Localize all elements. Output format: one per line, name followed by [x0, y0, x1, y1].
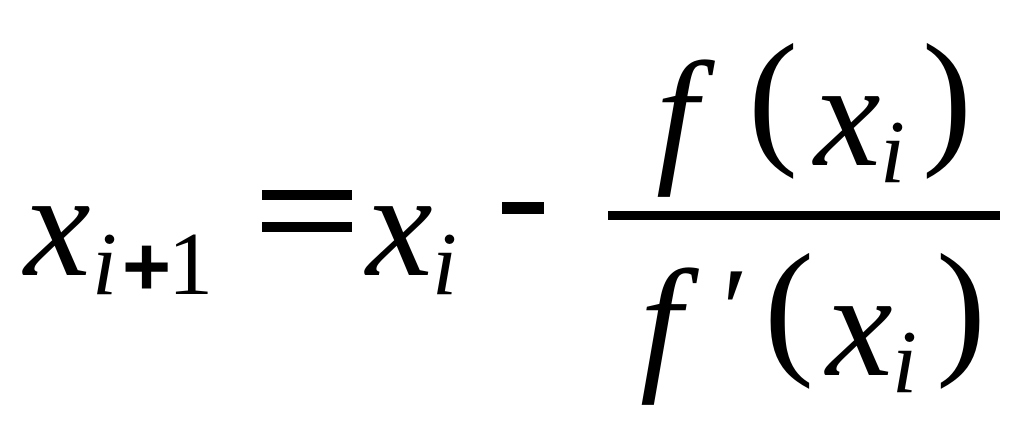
- denominator-subscript-index: i: [892, 313, 918, 412]
- rhs-subscript-index: i: [432, 215, 458, 314]
- denominator-variable: x: [826, 242, 893, 408]
- fraction-bar: [608, 211, 1000, 220]
- numerator-subscript-index: i: [880, 103, 906, 202]
- minus-sign: -: [502, 202, 544, 216]
- lhs-subscript-one: 1: [168, 215, 213, 314]
- lhs-subscript-plus: +: [122, 219, 172, 313]
- denominator-close-paren: ): [936, 224, 986, 390]
- denominator-open-paren: (: [764, 224, 814, 390]
- equals-sign: =: [262, 190, 352, 234]
- numerator-close-paren: ): [922, 14, 972, 180]
- rhs-variable: x: [366, 142, 433, 308]
- denominator-prime: ′: [722, 243, 749, 376]
- numerator-open-paren: (: [748, 14, 798, 180]
- lhs-subscript-index: i: [92, 215, 118, 314]
- lhs-variable: x: [24, 142, 91, 308]
- denominator-function: f: [640, 240, 682, 406]
- numerator-function: f: [656, 32, 698, 198]
- numerator-variable: x: [814, 32, 881, 198]
